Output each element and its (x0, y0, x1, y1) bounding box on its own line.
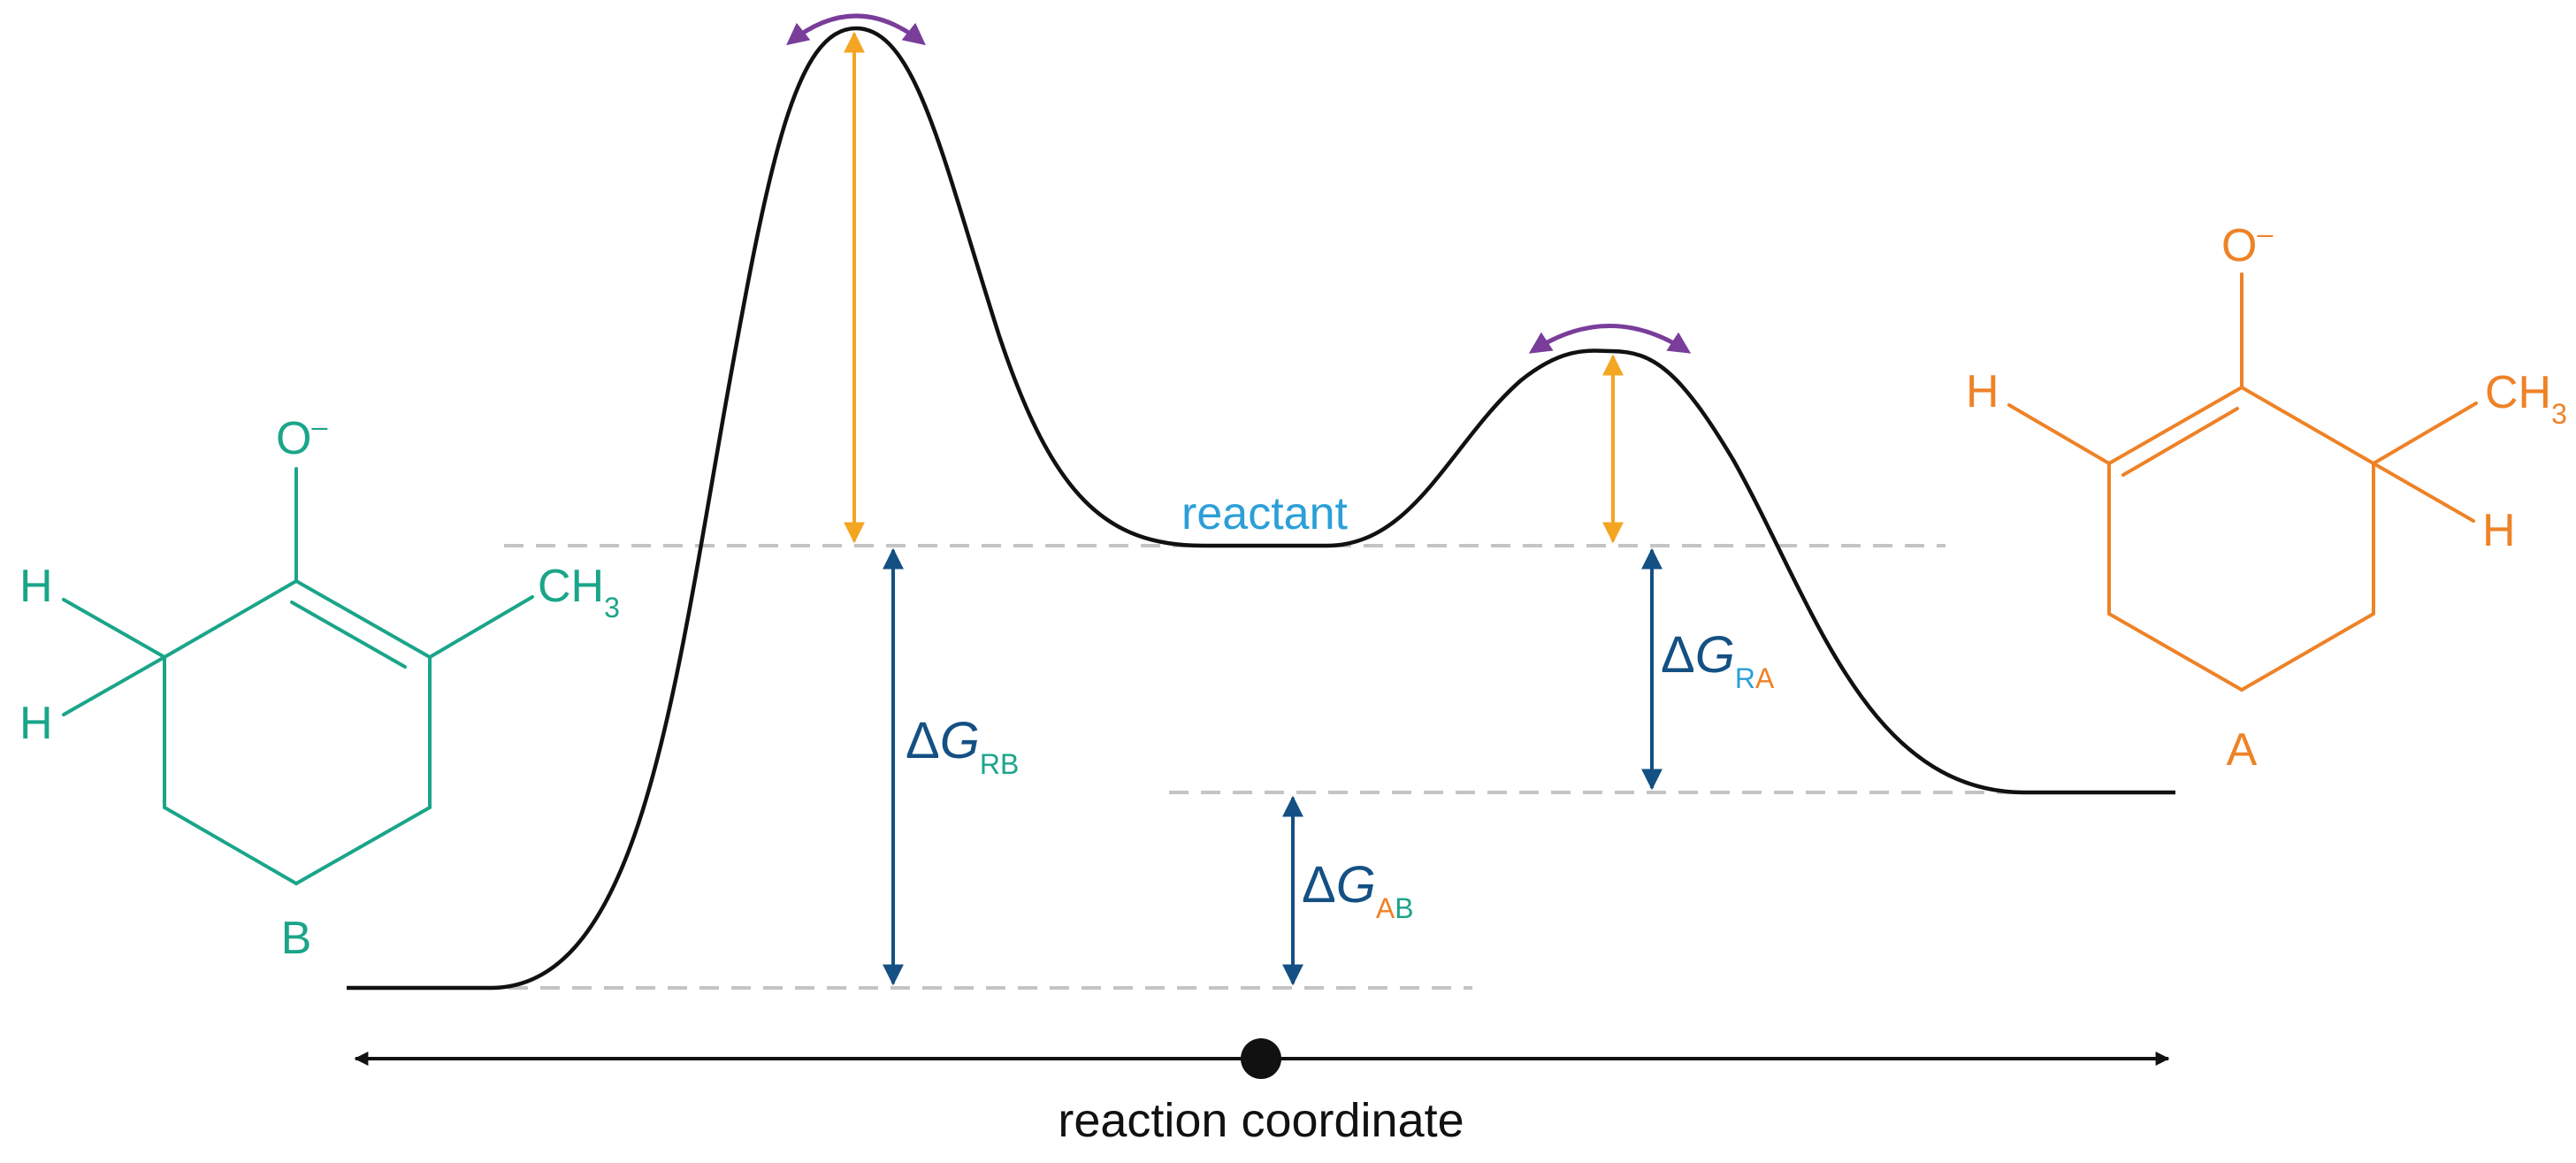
delta-g-ra-label: ΔGRA (1661, 626, 1775, 694)
energy-curve (347, 26, 2175, 991)
molecule-b-h-top: H (19, 561, 53, 612)
molecule-b-methyl: CH3 (538, 561, 620, 624)
delta-g-ab-label: ΔGAB (1302, 856, 1414, 924)
reference-levels (504, 544, 2025, 990)
molecule-a-h-left: H (1966, 366, 1999, 417)
molecule-a-oxygen: O– (2221, 218, 2273, 272)
molecule-b-h-bottom: H (19, 698, 53, 749)
molecule-b-oxygen: O– (276, 410, 327, 464)
molecule-a-labels: O– H CH3 H A (1966, 218, 2567, 776)
axis-position-marker (1241, 1038, 1281, 1079)
molecule-a-h-right: H (2482, 505, 2516, 556)
axis-label: reaction coordinate (1058, 1094, 1464, 1147)
molecule-a-name: A (2227, 724, 2258, 776)
molecule-a (2007, 272, 2478, 692)
molecule-b-name: B (281, 913, 312, 964)
molecule-b-labels: O– CH3 H H B (19, 410, 620, 964)
ts-a-swing-arrow (1528, 324, 1692, 354)
reactant-label: reactant (1181, 488, 1348, 539)
delta-g-rb-label: ΔGRB (906, 712, 1019, 780)
molecule-a-methyl: CH3 (2485, 367, 2567, 430)
ts-b-swing-arrow (786, 13, 926, 46)
molecule-b (62, 467, 534, 885)
